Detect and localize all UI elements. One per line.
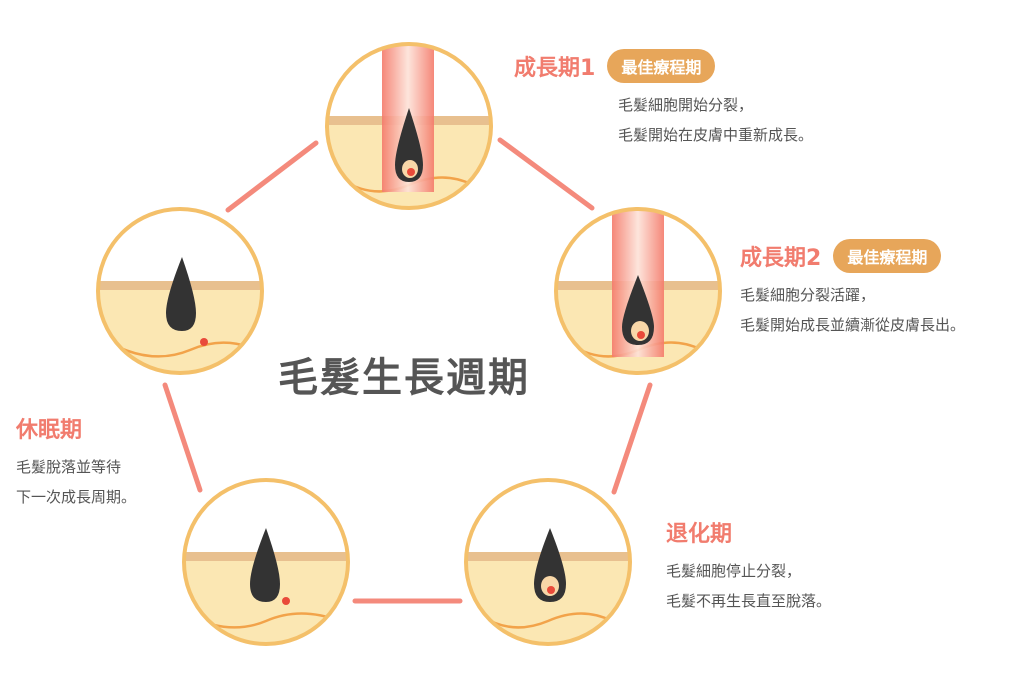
description-line: 下一次成長周期。	[16, 488, 137, 506]
description-line: 毛髮脫落並等待	[16, 458, 122, 476]
phase-catagen: 退化期 毛髮細胞停止分裂， 毛髮不再生長直至脫落。	[666, 514, 831, 616]
best-treatment-badge: 最佳療程期	[833, 239, 942, 273]
phase-telogen: 休眠期 毛髮脫落並等待 下一次成長周期。	[16, 410, 136, 512]
best-treatment-badge: 最佳療程期	[607, 49, 716, 83]
description-line: 毛髮細胞分裂活躍，	[740, 286, 876, 304]
phase-title: 成長期1	[514, 56, 596, 81]
ring-segment-top-right	[497, 137, 595, 211]
description-line: 毛髮開始在皮膚中重新成長。	[618, 126, 814, 144]
hair-follicle	[250, 528, 280, 602]
phase-description: 毛髮細胞停止分裂， 毛髮不再生長直至脫落。	[666, 556, 831, 616]
ring-segment-top-left	[225, 140, 319, 213]
hair-follicle	[166, 257, 196, 331]
phase-title: 退化期	[666, 522, 733, 547]
description-line: 毛髮細胞停止分裂，	[666, 562, 802, 580]
ring-segment-right	[611, 382, 653, 495]
diagram-title: 毛髮生長週期	[278, 355, 530, 401]
description-line: 毛髮不再生長直至脫落。	[666, 592, 832, 610]
phase-title: 休眠期	[16, 418, 83, 443]
anagen1-illustration	[323, 40, 495, 212]
phase-description: 毛髮細胞開始分裂， 毛髮開始在皮膚中重新成長。	[618, 90, 813, 150]
description-line: 毛髮細胞開始分裂，	[618, 96, 754, 114]
phase-description: 毛髮脫落並等待 下一次成長周期。	[16, 452, 136, 512]
anagen2-illustration	[552, 205, 724, 377]
phase-description: 毛髮細胞分裂活躍， 毛髮開始成長並續漸從皮膚長出。	[740, 280, 965, 340]
phase-anagen1: 成長期1 最佳療程期 毛髮細胞開始分裂， 毛髮開始在皮膚中重新成長。	[514, 48, 813, 150]
description-line: 毛髮開始成長並續漸從皮膚長出。	[740, 316, 966, 334]
ring-segment-left	[162, 382, 203, 493]
phase-title: 成長期2	[740, 246, 822, 271]
phase-anagen2: 成長期2 最佳療程期 毛髮細胞分裂活躍， 毛髮開始成長並續漸從皮膚長出。	[740, 238, 965, 340]
telogen-illustration	[94, 205, 266, 377]
shedding-illustration	[180, 476, 352, 648]
catagen-illustration	[462, 476, 634, 648]
